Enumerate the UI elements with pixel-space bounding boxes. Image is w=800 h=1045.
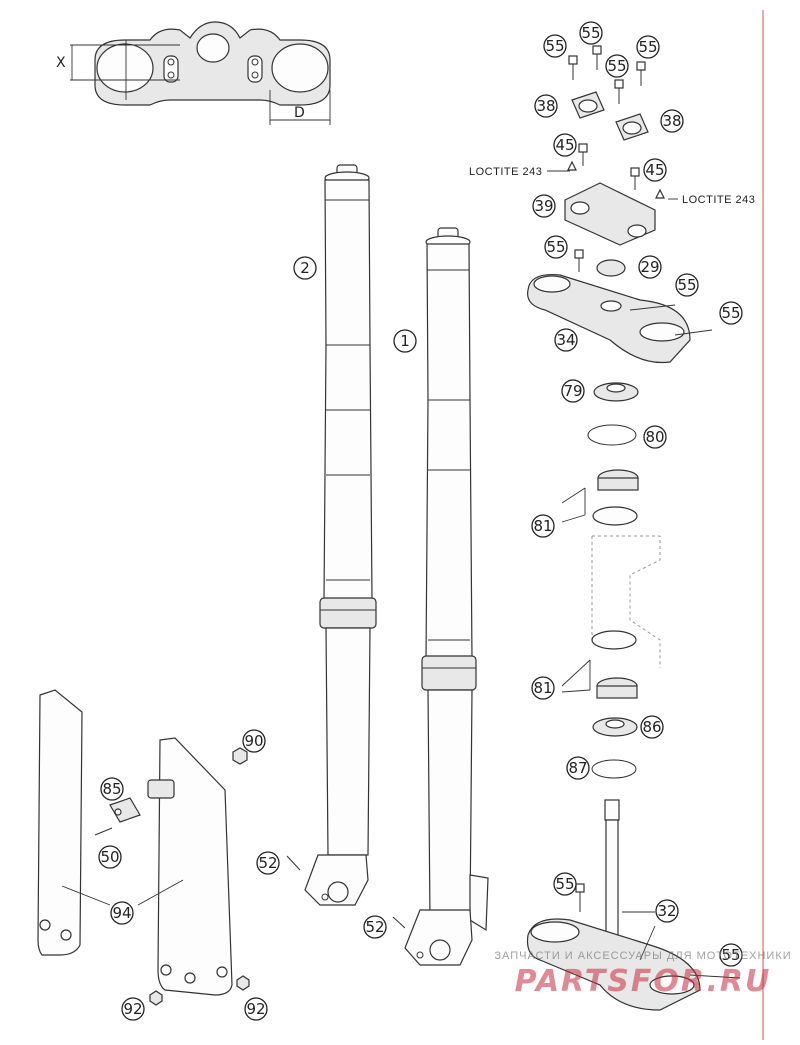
watermark-tagline: ЗАПЧАСТИ И АКСЕССУАРЫ ДЛЯ МОТОТЕХНИКИ (494, 950, 792, 962)
callout-29: 29 (638, 255, 662, 279)
callout-label: 55 (638, 38, 657, 56)
callout-label: 81 (533, 517, 552, 535)
callout-92-a: 92 (121, 997, 145, 1021)
upper-handlebar-clamps (571, 91, 649, 141)
callout-39: 39 (532, 194, 556, 218)
callout-label: 55 (546, 238, 565, 256)
fork-leg-2 (304, 164, 377, 906)
callout-label: 50 (100, 848, 119, 866)
callout-34: 34 (554, 328, 578, 352)
loctite-label-right: LOCTITE 243 (682, 194, 755, 206)
callout-label: 90 (244, 732, 263, 750)
callout-92-b: 92 (244, 997, 268, 1021)
callout-79: 79 (561, 379, 585, 403)
bearing-parts (587, 382, 661, 779)
callout-label: 86 (642, 718, 661, 736)
callout-85: 85 (100, 777, 124, 801)
callout-86: 86 (640, 715, 664, 739)
callout-label: 92 (123, 1000, 142, 1018)
callout-label: 1 (400, 332, 410, 350)
callout-32: 32 (655, 899, 679, 923)
callout-52-b: 52 (363, 915, 387, 939)
callout-label: 45 (555, 136, 574, 154)
callout-55-c: 55 (605, 54, 629, 78)
fork-leg-1 (404, 227, 489, 966)
callout-55-e: 55 (544, 235, 568, 259)
callout-55-h: 55 (553, 872, 577, 896)
callout-90: 90 (242, 729, 266, 753)
upper-triple-clamp (527, 249, 713, 364)
callout-45-b: 45 (643, 158, 667, 182)
callout-label: 55 (555, 875, 574, 893)
callout-label: 45 (645, 161, 664, 179)
callout-2: 2 (293, 256, 317, 280)
small-hardware (94, 747, 406, 1006)
callout-label: 52 (258, 854, 277, 872)
watermark: ЗАПЧАСТИ И АКСЕССУАРЫ ДЛЯ МОТОТЕХНИКИ PA… (488, 950, 798, 999)
steering-stem (526, 799, 741, 1011)
callout-label: 34 (556, 331, 575, 349)
callout-label: 55 (581, 24, 600, 42)
callout-label: 2 (300, 259, 310, 277)
callout-38-b: 38 (660, 109, 684, 133)
callout-1: 1 (393, 329, 417, 353)
callout-label: 87 (568, 759, 587, 777)
callout-label: 79 (563, 382, 582, 400)
callout-94: 94 (110, 901, 134, 925)
watermark-logo: PARTSFOR.RU (514, 964, 772, 999)
callout-45-a: 45 (553, 133, 577, 157)
callout-label: 81 (533, 679, 552, 697)
callout-81-b: 81 (531, 676, 555, 700)
callout-label: 52 (365, 918, 384, 936)
triple-clamp-dimension-view (70, 21, 331, 125)
lower-handlebar-clamp (564, 143, 665, 246)
callout-label: 39 (534, 197, 553, 215)
callout-52-a: 52 (256, 851, 280, 875)
callout-label: 55 (545, 37, 564, 55)
callout-label: 92 (246, 1000, 265, 1018)
callout-label: 55 (677, 276, 696, 294)
callout-55-i: 55 (719, 943, 743, 967)
callout-55-f: 55 (675, 273, 699, 297)
callout-55-d: 55 (636, 35, 660, 59)
callout-label: 85 (102, 780, 121, 798)
dimension-d-label: D (294, 105, 305, 121)
callout-55-a: 55 (543, 34, 567, 58)
callout-label: 32 (657, 902, 676, 920)
dimension-x-label: X (56, 55, 66, 71)
callout-label: 94 (112, 904, 131, 922)
callout-81-a: 81 (531, 514, 555, 538)
callout-55-b: 55 (579, 21, 603, 45)
callout-label: 55 (721, 946, 740, 964)
callout-55-g: 55 (719, 301, 743, 325)
callout-label: 80 (645, 428, 664, 446)
callout-label: 55 (607, 57, 626, 75)
fork-guard-left (37, 689, 111, 956)
callout-leaders (547, 170, 678, 961)
callout-label: 29 (640, 258, 659, 276)
handlebar-clamp-bolts (568, 45, 646, 104)
callout-label: 38 (536, 97, 555, 115)
fork-guard-right (137, 737, 233, 996)
callout-38-a: 38 (534, 94, 558, 118)
callout-80: 80 (643, 425, 667, 449)
callout-87: 87 (566, 756, 590, 780)
loctite-label-left: LOCTITE 243 (469, 166, 542, 178)
callout-label: 55 (721, 304, 740, 322)
callout-50: 50 (98, 845, 122, 869)
callout-label: 38 (662, 112, 681, 130)
